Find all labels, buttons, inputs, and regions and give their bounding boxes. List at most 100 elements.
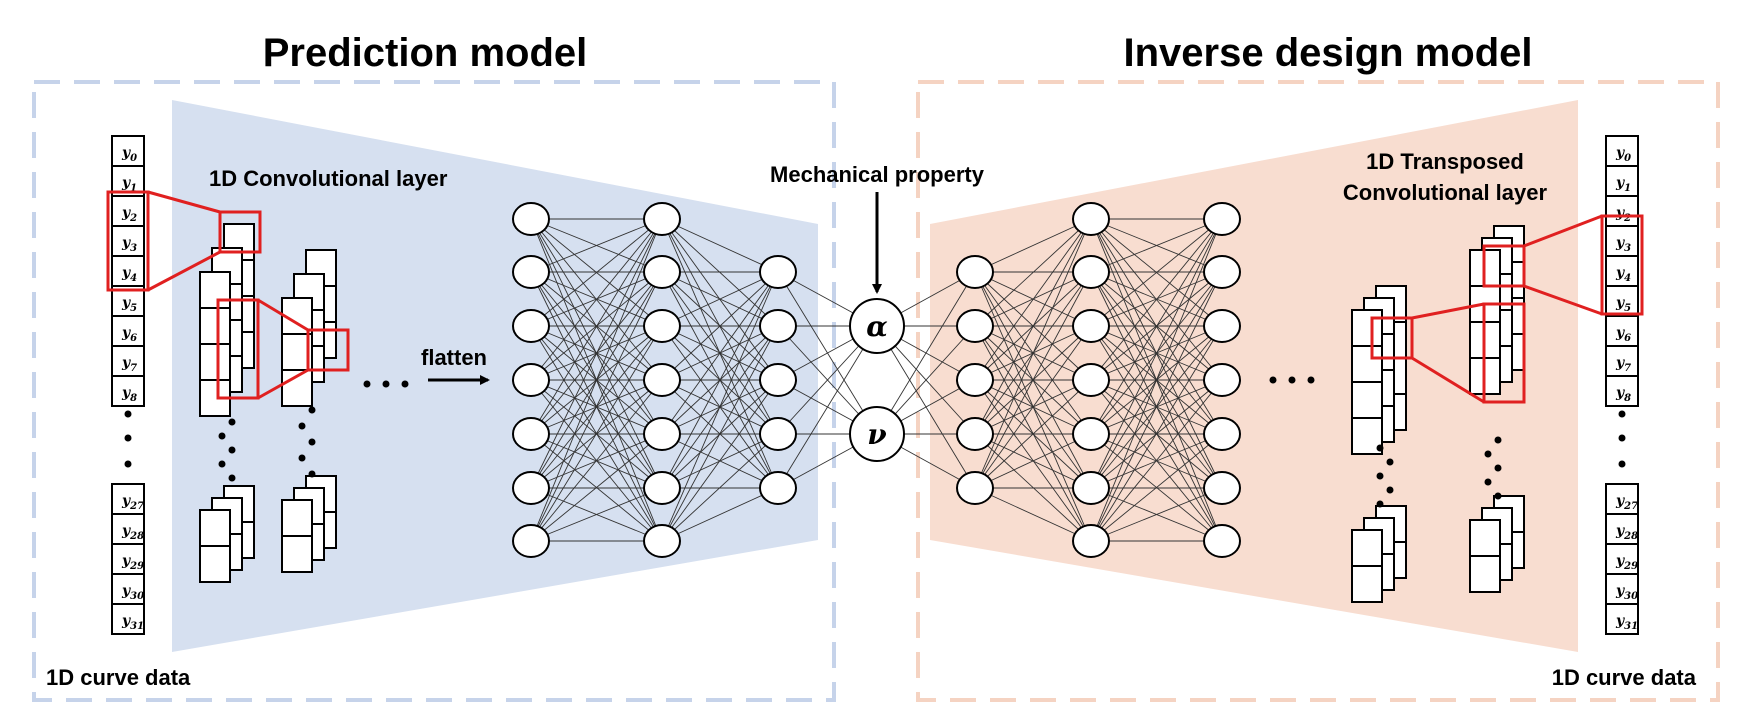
stack-dot — [218, 460, 226, 468]
feature-cell — [199, 271, 231, 309]
inv-layer-1-node — [956, 363, 994, 397]
right-vector-top-cell — [1605, 285, 1639, 317]
right-vector-bottom-cell — [1605, 573, 1639, 605]
feature-cell — [1351, 345, 1383, 383]
stack-dot — [1494, 436, 1502, 444]
nn-connection — [530, 218, 663, 489]
highlight-link — [1411, 356, 1485, 404]
nn-connection — [530, 379, 663, 542]
nn-connection — [974, 487, 1092, 542]
feature-cell — [223, 223, 255, 261]
highlight-tconv2-input — [1482, 244, 1526, 288]
left-vector-top-cell — [111, 345, 145, 377]
inv-layer-2-node — [1072, 309, 1110, 343]
curve-data-vectors: y0y1y2y3y4y5y6y7y8y27y28y29y30y31y0y1y2y… — [111, 135, 1639, 635]
stack-dot — [308, 406, 316, 414]
nn-connection — [661, 218, 779, 273]
feature-cell — [1351, 565, 1383, 603]
highlight-link — [1523, 214, 1603, 248]
feature-cell — [199, 545, 231, 583]
highlight-tconv2-window — [1482, 302, 1526, 404]
left-vector-top-cell — [111, 375, 145, 407]
nn-connection — [1090, 218, 1223, 435]
nn-connection — [661, 271, 779, 327]
stack-dot — [1386, 486, 1394, 494]
inv-layer-2-node — [1072, 255, 1110, 289]
inverse-trapezoid — [930, 100, 1578, 652]
nn-connection — [530, 218, 663, 381]
right-vector-top-cell — [1605, 375, 1639, 407]
inv-layer-3-node — [1203, 471, 1241, 505]
nn-connection — [1090, 325, 1223, 542]
latent-nu-node: ν — [849, 406, 905, 462]
inv-layer-3-node — [1203, 255, 1241, 289]
inv-layer-3-node — [1203, 309, 1241, 343]
pred-layer-1-node — [512, 202, 550, 236]
feature-cell — [1469, 519, 1501, 557]
feature-cell — [281, 535, 313, 573]
inv-layer-3-node — [1203, 363, 1241, 397]
nn-connection — [661, 271, 779, 381]
stack-dot — [298, 422, 306, 430]
stack-dot — [228, 418, 236, 426]
nn-connection — [661, 325, 779, 542]
stack-dot — [228, 474, 236, 482]
inverse-model-title: Inverse design model — [1123, 31, 1532, 75]
nn-connection — [661, 433, 779, 542]
feature-cell — [281, 499, 313, 537]
stack-dot — [1376, 444, 1384, 452]
highlight-link — [147, 190, 221, 214]
pred-layer-3-node — [759, 471, 797, 505]
nn-connection — [661, 487, 779, 542]
right-vector-top-cell — [1605, 225, 1639, 257]
highlight-link — [147, 250, 221, 292]
inv-layer-2-node — [1072, 202, 1110, 236]
nn-connection — [1090, 218, 1223, 542]
left-vector-top-cell — [111, 135, 145, 167]
feature-cell — [1351, 381, 1383, 419]
pred-layer-1-node — [512, 524, 550, 558]
nn-connection — [530, 218, 663, 542]
pred-layer-2-node — [643, 471, 681, 505]
nn-connection — [661, 271, 779, 489]
flatten-label: flatten — [421, 345, 487, 370]
nn-connection — [530, 271, 663, 542]
pred-layer-3-node — [759, 309, 797, 343]
inv-layer-1-node — [956, 471, 994, 505]
inv-layer-1-node — [956, 417, 994, 451]
feature-cell — [1469, 555, 1501, 593]
highlight-link — [1411, 302, 1485, 320]
nn-connection — [530, 218, 663, 435]
nn-connection — [974, 218, 1092, 489]
inv-layer-2-node — [1072, 417, 1110, 451]
feature-cell — [199, 509, 231, 547]
highlight-output-window — [1600, 214, 1644, 316]
nn-connection — [1090, 379, 1223, 542]
highlight-conv1-window — [216, 298, 260, 400]
inv-layer-2-node — [1072, 363, 1110, 397]
inv-layer-2-node — [1072, 524, 1110, 558]
inv-layer-2-node — [1072, 471, 1110, 505]
mechanical-property-label: Mechanical property — [770, 162, 985, 187]
stack-dot — [1376, 500, 1384, 508]
curve-data-label-left: 1D curve data — [46, 665, 191, 690]
pred-layer-3-node — [759, 417, 797, 451]
pred-layer-2-node — [643, 417, 681, 451]
pred-layer-3-node — [759, 255, 797, 289]
nu-symbol: ν — [867, 418, 886, 451]
highlight-tconv1-input — [1370, 316, 1414, 360]
stack-dot — [308, 470, 316, 478]
inv-layer-3-node — [1203, 417, 1241, 451]
inv-layer-3-node — [1203, 524, 1241, 558]
nn-connection — [974, 218, 1092, 327]
pred-layer-1-node — [512, 255, 550, 289]
pred-layer-2-node — [643, 524, 681, 558]
highlight-conv1-output — [218, 210, 262, 254]
inv-layer-1-node — [956, 309, 994, 343]
nn-connection — [1090, 218, 1223, 273]
nn-connection — [1090, 218, 1223, 489]
inv-layer-1-node — [956, 255, 994, 289]
pred-layer-2-node — [643, 363, 681, 397]
pred-layer-2-node — [643, 255, 681, 289]
